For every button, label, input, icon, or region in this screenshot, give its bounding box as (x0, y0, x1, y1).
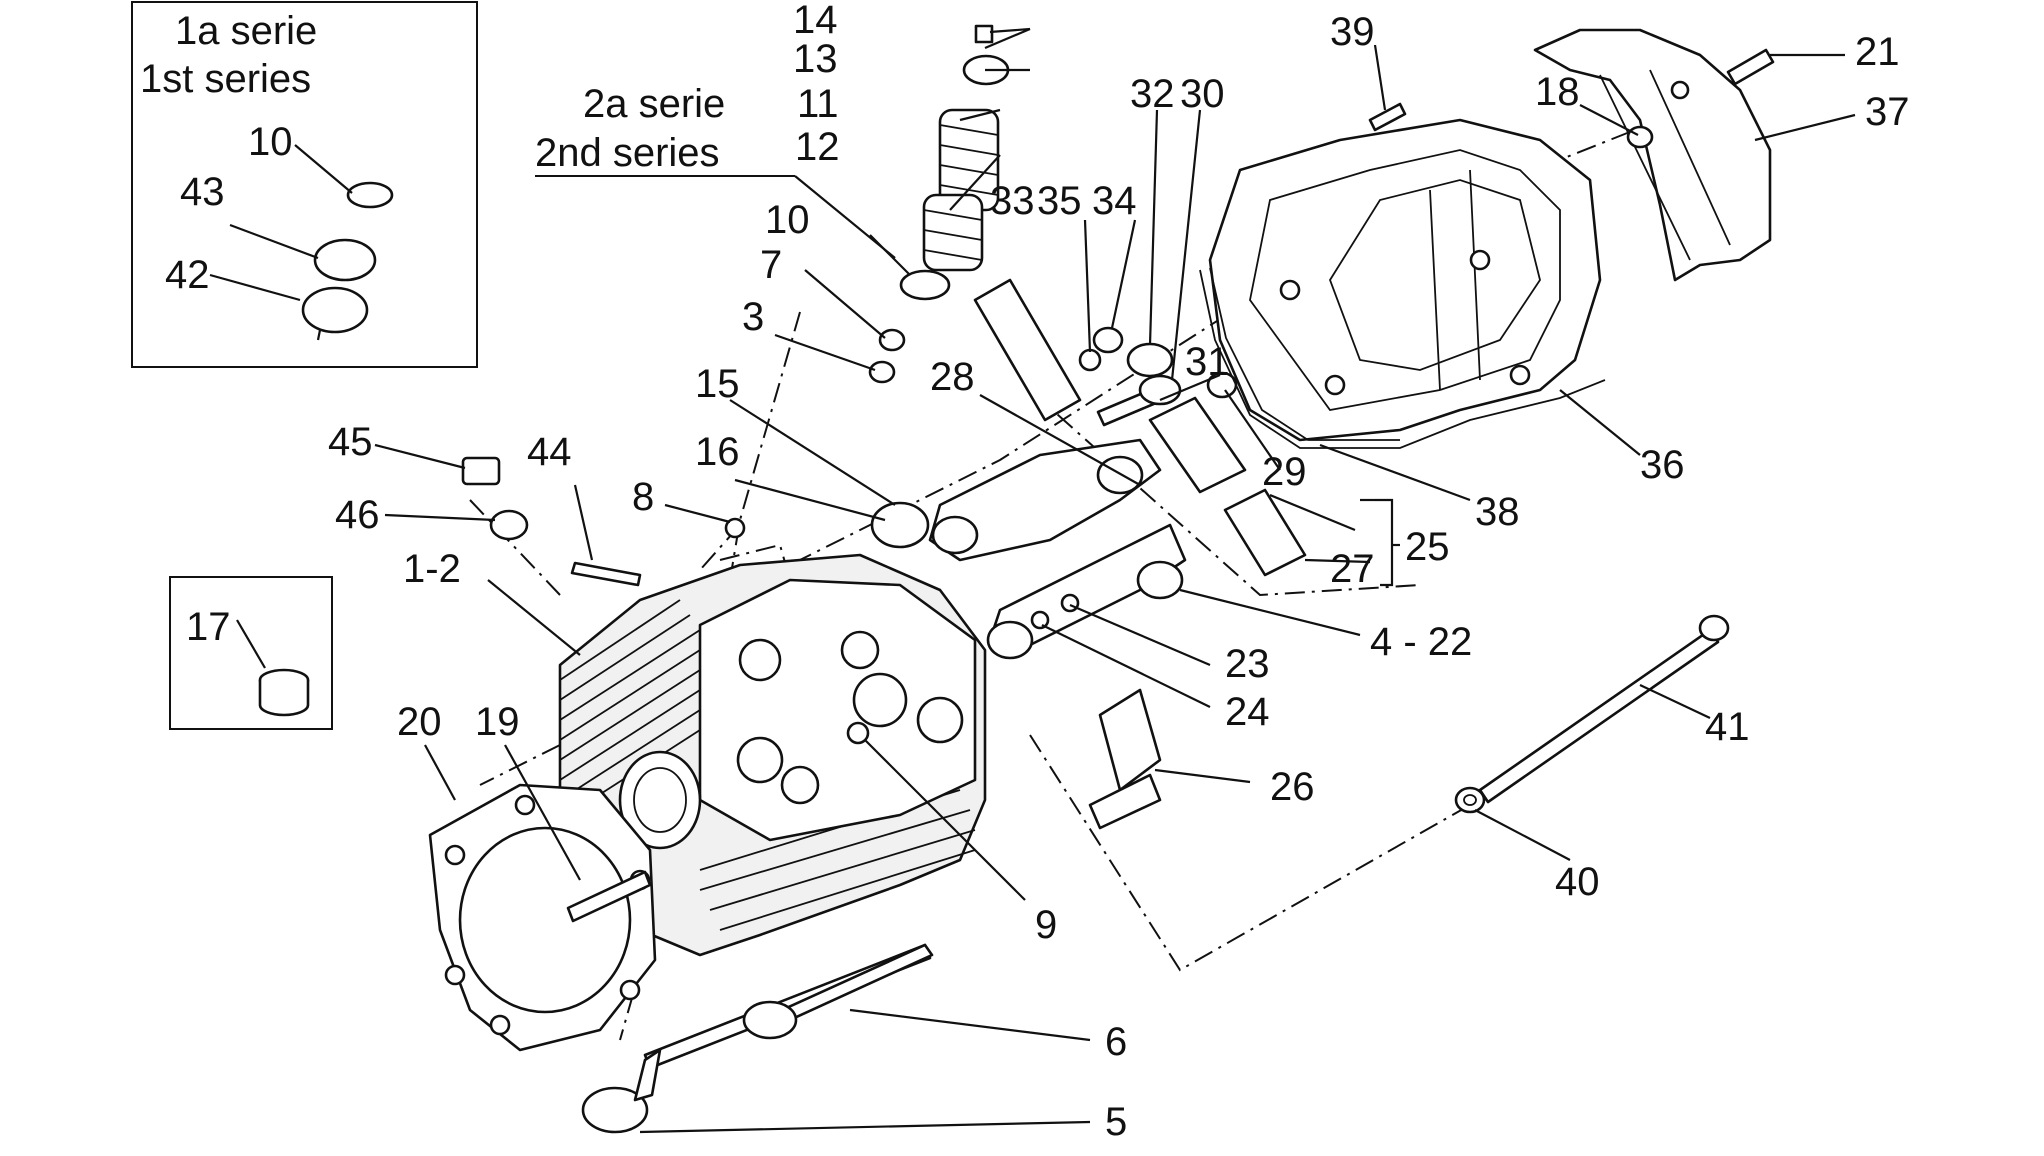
callout-label: 46 (335, 493, 380, 537)
cylinder-head (558, 553, 987, 957)
callout-label: 30 (1180, 72, 1225, 116)
inset-1st-series-parts (301, 181, 394, 334)
callout-label: 13 (793, 37, 838, 81)
callout-label: 20 (397, 700, 442, 744)
callout-label: 45 (328, 420, 373, 464)
leader-lines (209, 27, 1856, 1134)
callout-label: 37 (1865, 90, 1910, 134)
callout-label: 21 (1855, 30, 1900, 74)
small-parts (461, 24, 1238, 587)
callout-label: 14 (793, 0, 838, 42)
head-gasket (428, 783, 657, 1052)
callout-label: 26 (1270, 765, 1315, 809)
callout-label: 34 (1092, 179, 1137, 223)
inset-1st-series-label: 1a serie 1st series (140, 9, 317, 101)
callout-label: 10 (248, 120, 293, 164)
callout-labels: 14 13 11 12 10 7 3 15 16 28 33 35 34 32 … (165, 0, 1910, 1144)
callout-label: 43 (180, 170, 225, 214)
inset-1st-series-line2: 1st series (140, 57, 311, 101)
callout-label: 28 (930, 355, 975, 399)
inset-1st-series-box (131, 1, 478, 368)
valve-short (742, 943, 934, 1040)
callout-label: 4 - 22 (1370, 620, 1472, 664)
callout-label: 7 (760, 243, 782, 287)
callout-label: 24 (1225, 690, 1270, 734)
callout-label: 12 (795, 125, 840, 169)
callout-label: 32 (1130, 72, 1175, 116)
callout-label: 6 (1105, 1020, 1127, 1064)
callout-label: 15 (695, 362, 740, 406)
callout-label: 1-2 (403, 547, 461, 591)
callout-label: 36 (1640, 443, 1685, 487)
callout-label: 11 (797, 82, 839, 126)
callout-label: 25 (1405, 525, 1450, 569)
callout-label: 18 (1535, 70, 1580, 114)
washer (1454, 786, 1486, 814)
heat-shield (1533, 28, 1772, 282)
inset-1st-series-line1: 1a serie (175, 9, 317, 53)
cylinder-head-cover (1208, 118, 1602, 442)
cover-screws (1368, 48, 1775, 149)
inset-2nd-series-line2: 2nd series (535, 131, 720, 175)
callout-label: 42 (165, 253, 210, 297)
inset-2nd-series-line1: 2a serie (583, 82, 725, 126)
callout-label: 23 (1225, 642, 1270, 686)
callout-label: 44 (527, 430, 572, 474)
cam-follower (1088, 688, 1162, 830)
callout-label: 3 (742, 295, 764, 339)
callout-label: 40 (1555, 860, 1600, 904)
stud (566, 870, 652, 923)
inset-piece-17-box (169, 576, 333, 730)
callout-label: 16 (695, 430, 740, 474)
valve-spring-inner (922, 193, 984, 272)
tappet-rod (973, 278, 1082, 422)
callout-label: 5 (1105, 1100, 1127, 1144)
callout-label: 29 (1262, 450, 1307, 494)
plug-piece (258, 668, 310, 717)
callout-label: 17 (186, 605, 231, 649)
callout-label: 10 (765, 198, 810, 242)
callout-label: 27 (1330, 547, 1375, 591)
callout-label: 39 (1330, 10, 1375, 54)
callout-label: 31 (1185, 340, 1230, 384)
valve-spring-outer (938, 108, 1000, 212)
callout-label: 19 (475, 700, 520, 744)
head-cover-gasket (1199, 267, 1606, 449)
callout-label: 38 (1475, 490, 1520, 534)
callout-label: 41 (1705, 705, 1750, 749)
rocker-arm-assembly (928, 388, 1187, 660)
inset-2nd-series-label: 2a serie 2nd series (535, 82, 725, 175)
long-stud-bolt (1478, 614, 1730, 804)
callout-label: 35 (1037, 179, 1082, 223)
callout-label: 8 (632, 475, 654, 519)
rocker-shaft-pieces (1148, 396, 1307, 577)
callout-label: 33 (990, 179, 1035, 223)
callout-label: 9 (1035, 903, 1057, 947)
